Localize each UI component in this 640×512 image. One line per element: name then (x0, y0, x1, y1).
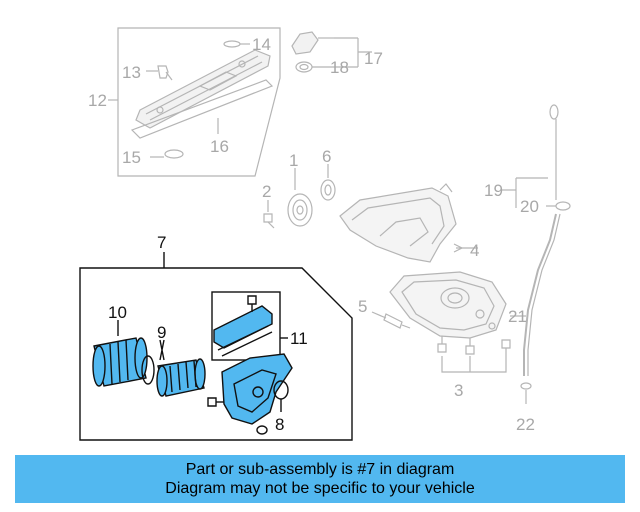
callout-11: 11 (290, 329, 308, 348)
oil-filler-cap (291, 31, 372, 73)
filter-element (141, 339, 206, 397)
callout-20: 20 (520, 197, 539, 216)
callout-2: 2 (262, 182, 271, 201)
banner-line-2: Diagram may not be specific to your vehi… (165, 480, 475, 497)
callout-17: 17 (364, 49, 383, 68)
callout-12: 12 (88, 91, 107, 110)
oil-filter (92, 320, 148, 387)
group-12-frame (117, 27, 281, 177)
callout-13: 13 (122, 63, 141, 82)
lower-oil-pan (389, 271, 511, 373)
valve-cover (135, 49, 271, 129)
callout-1: 1 (289, 151, 298, 170)
group-7-frame (79, 267, 353, 441)
oil-cooler (211, 291, 288, 361)
callout-16: 16 (210, 137, 229, 156)
parts-diagram: 1 2 3 4 5 6 7 8 9 10 11 12 13 14 15 16 1… (79, 27, 571, 441)
callout-14: 14 (252, 35, 271, 54)
oil-filter-housing-group (79, 252, 353, 441)
crank-pulley (287, 168, 313, 227)
housing-o-ring (273, 380, 289, 412)
seal-15 (164, 149, 184, 159)
valve-cover-gasket (130, 79, 274, 139)
faded-parts-group (108, 27, 571, 404)
seal-14 (223, 40, 241, 48)
callout-9: 9 (157, 323, 166, 342)
callout-6: 6 (322, 147, 331, 166)
callout-8: 8 (275, 415, 284, 434)
oil-pan-stud (371, 311, 411, 329)
callout-7: 7 (157, 233, 166, 252)
callout-10: 10 (108, 303, 127, 322)
callout-22: 22 (516, 415, 535, 434)
banner-line-1: Part or sub-assembly is #7 in diagram (185, 461, 455, 478)
valve-cover-bolt (146, 65, 173, 81)
callout-4: 4 (470, 241, 479, 260)
callout-15: 15 (122, 148, 141, 167)
callout-19: 19 (484, 181, 503, 200)
callout-18: 18 (330, 58, 349, 77)
front-seal (320, 164, 336, 201)
pulley-bolt (263, 200, 275, 229)
callout-labels: 1 2 3 4 5 6 7 8 9 10 11 12 13 14 15 16 1… (88, 35, 539, 434)
callout-5: 5 (358, 297, 367, 316)
upper-oil-pan (339, 183, 478, 263)
filter-housing (207, 353, 293, 435)
callout-21: 21 (508, 307, 527, 326)
callout-3: 3 (454, 381, 463, 400)
info-banner: Part or sub-assembly is #7 in diagram Di… (15, 455, 625, 503)
dipstick-assembly (502, 104, 571, 404)
